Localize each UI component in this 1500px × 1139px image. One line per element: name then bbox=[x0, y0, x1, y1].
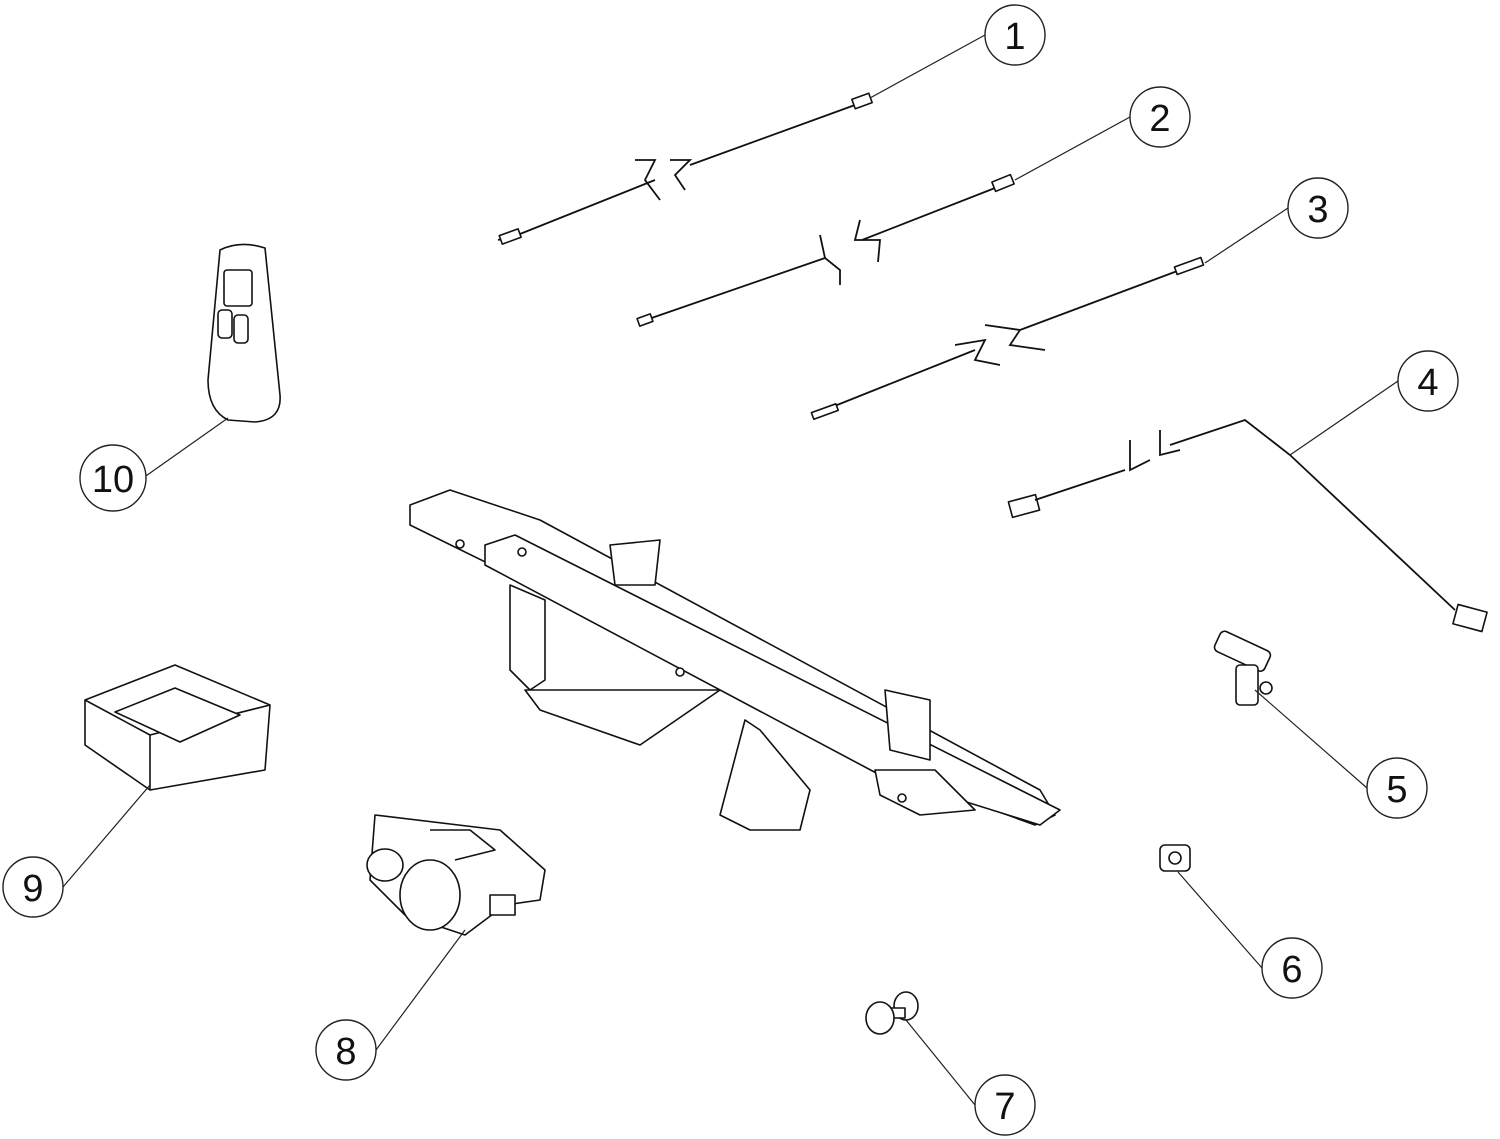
callout-9: 9 bbox=[2, 856, 64, 918]
callout-5: 5 bbox=[1366, 757, 1428, 819]
leader-line-4 bbox=[1289, 380, 1399, 456]
leader-line-7 bbox=[905, 1019, 976, 1106]
callout-10: 10 bbox=[79, 444, 147, 512]
callout-4: 4 bbox=[1397, 350, 1459, 412]
callout-2: 2 bbox=[1129, 86, 1191, 148]
svg-text:3: 3 bbox=[1307, 189, 1328, 231]
wire-harness-part bbox=[1007, 418, 1488, 633]
wire-3-part bbox=[810, 256, 1205, 421]
callout-3: 3 bbox=[1287, 177, 1349, 239]
leader-line-5 bbox=[1254, 689, 1368, 789]
callout-7: 7 bbox=[974, 1074, 1036, 1136]
svg-text:2: 2 bbox=[1149, 98, 1170, 140]
svg-text:1: 1 bbox=[1004, 16, 1025, 58]
fitting-part bbox=[1159, 844, 1191, 872]
callout-6: 6 bbox=[1261, 937, 1323, 999]
bracket-assembly-part bbox=[409, 489, 1061, 831]
wire-1-part bbox=[497, 92, 873, 245]
leader-line-6 bbox=[1177, 871, 1263, 969]
leader-line-1 bbox=[869, 34, 986, 99]
svg-text:10: 10 bbox=[92, 459, 134, 501]
receiver-module-part bbox=[84, 664, 271, 791]
svg-text:6: 6 bbox=[1281, 949, 1302, 991]
leader-line-8 bbox=[375, 929, 466, 1051]
leader-line-2 bbox=[1014, 116, 1131, 181]
gas-valve-part bbox=[366, 814, 546, 936]
tee-fitting-part bbox=[1213, 630, 1273, 706]
leader-line-10 bbox=[142, 417, 229, 479]
svg-text:7: 7 bbox=[994, 1086, 1015, 1128]
callout-1: 1 bbox=[984, 4, 1046, 66]
svg-text:4: 4 bbox=[1417, 362, 1438, 404]
leader-line-3 bbox=[1204, 207, 1289, 264]
knob-part bbox=[865, 991, 919, 1035]
wire-2-part bbox=[636, 173, 1015, 327]
leader-lines bbox=[62, 34, 1399, 1106]
callout-8: 8 bbox=[315, 1019, 377, 1081]
remote-control-part bbox=[207, 243, 281, 423]
svg-text:5: 5 bbox=[1386, 769, 1407, 811]
svg-text:9: 9 bbox=[22, 868, 43, 910]
svg-text:8: 8 bbox=[335, 1031, 356, 1073]
leader-line-9 bbox=[62, 784, 151, 888]
